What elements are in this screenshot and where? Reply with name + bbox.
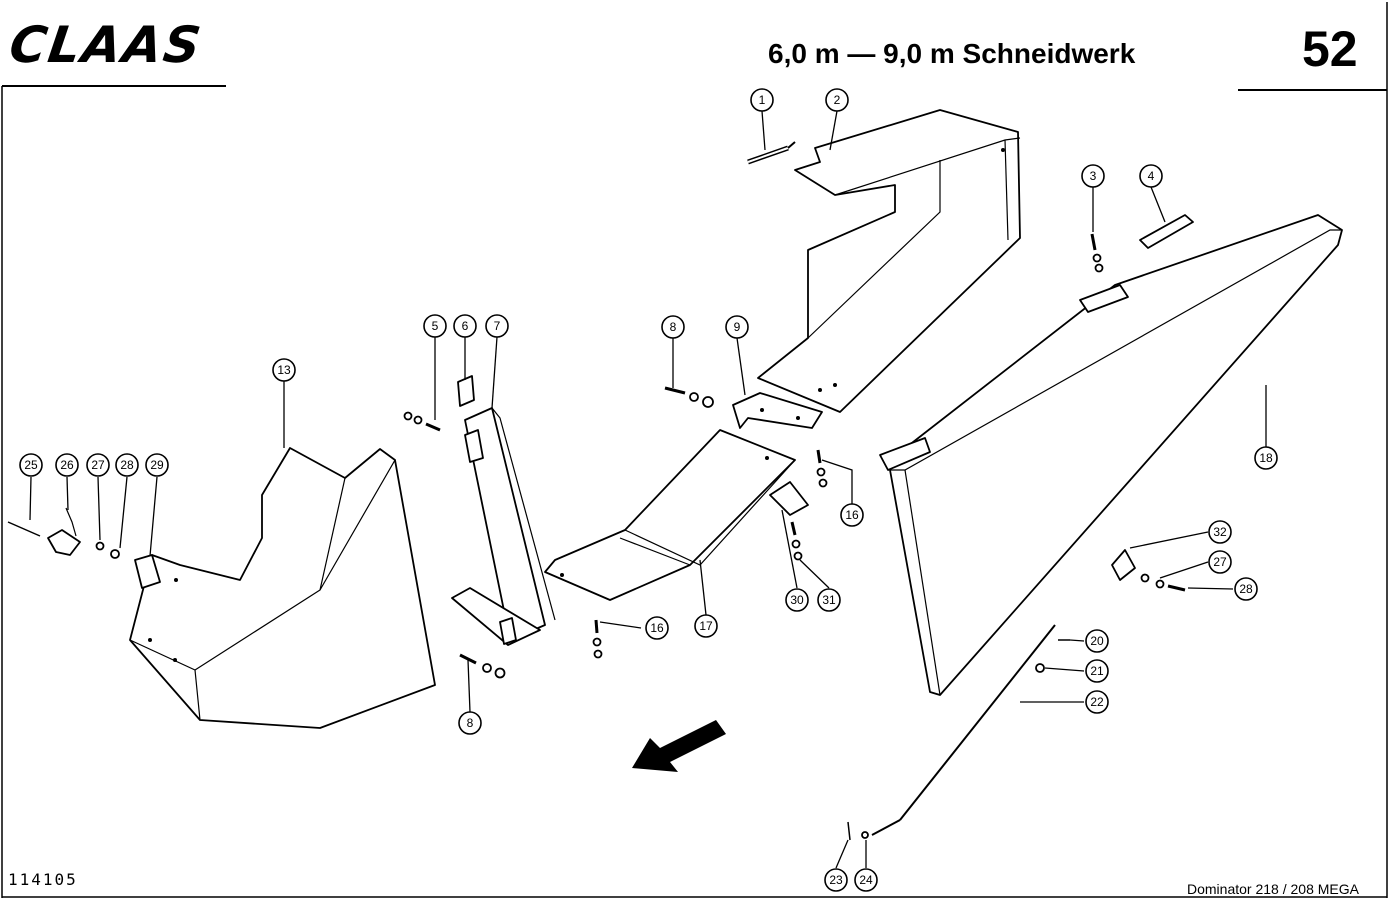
callout-9: 9 — [725, 315, 749, 339]
callout-31: 31 — [817, 588, 841, 612]
svg-text:28: 28 — [120, 458, 134, 472]
callout-23: 23 — [824, 868, 848, 892]
callout-22: 22 — [1085, 690, 1109, 714]
page-number: 52 — [1302, 21, 1358, 77]
part-1-pin — [747, 141, 796, 165]
callout-2: 2 — [825, 88, 849, 112]
callout-3: 3 — [1081, 164, 1105, 188]
callout-5: 5 — [423, 314, 447, 338]
callout-25: 25 — [19, 453, 43, 477]
part-18-side-panel — [879, 214, 1343, 696]
svg-text:17: 17 — [699, 619, 713, 633]
svg-text:1: 1 — [759, 93, 766, 107]
callout-27-right: 27 — [1208, 550, 1232, 574]
part-22-rod — [871, 624, 1056, 836]
page-title: 6,0 m — 9,0 m Schneidwerk — [768, 38, 1136, 69]
svg-text:2: 2 — [834, 93, 841, 107]
svg-text:29: 29 — [150, 458, 164, 472]
drawing-number: 114105 — [8, 870, 78, 889]
part-29-bracket — [134, 554, 161, 589]
svg-text:25: 25 — [24, 458, 38, 472]
svg-text:16: 16 — [650, 621, 664, 635]
svg-text:27: 27 — [1213, 555, 1227, 569]
svg-text:26: 26 — [60, 458, 74, 472]
part-9-bracket — [732, 392, 823, 429]
svg-text:31: 31 — [822, 593, 836, 607]
svg-text:13: 13 — [277, 363, 291, 377]
callout-16-left: 16 — [645, 616, 669, 640]
part-30-bracket — [769, 481, 809, 516]
svg-text:30: 30 — [790, 593, 804, 607]
svg-text:3: 3 — [1090, 169, 1097, 183]
svg-text:22: 22 — [1090, 695, 1104, 709]
svg-text:6: 6 — [462, 319, 469, 333]
callout-26: 26 — [55, 453, 79, 477]
svg-text:27: 27 — [91, 458, 105, 472]
svg-text:9: 9 — [734, 320, 741, 334]
svg-text:18: 18 — [1259, 451, 1273, 465]
callout-8-upper: 8 — [661, 315, 685, 339]
leader-lines — [29, 110, 1267, 869]
callout-13: 13 — [272, 358, 296, 382]
svg-text:16: 16 — [845, 508, 859, 522]
svg-text:20: 20 — [1090, 634, 1104, 648]
part-26-bracket — [47, 507, 81, 556]
part-13-hood — [129, 447, 436, 729]
part-6-hinge — [457, 375, 475, 407]
direction-arrow — [632, 720, 726, 772]
callout-32: 32 — [1208, 520, 1232, 544]
part-2-upper-cover — [757, 109, 1021, 413]
svg-text:8: 8 — [467, 716, 474, 730]
svg-text:7: 7 — [494, 319, 501, 333]
callout-8-lower: 8 — [458, 711, 482, 735]
callout-28-left: 28 — [115, 453, 139, 477]
callout-27-left: 27 — [86, 453, 110, 477]
callout-7: 7 — [485, 314, 509, 338]
svg-text:21: 21 — [1090, 664, 1104, 678]
callout-20: 20 — [1085, 629, 1109, 653]
svg-text:4: 4 — [1148, 169, 1155, 183]
svg-text:23: 23 — [829, 873, 843, 887]
fasteners — [7, 233, 1186, 841]
part-4-hinge — [1139, 214, 1194, 249]
part-7-post — [451, 407, 556, 646]
svg-text:32: 32 — [1213, 525, 1227, 539]
svg-text:5: 5 — [432, 319, 439, 333]
part-17-tray — [544, 429, 796, 601]
callout-29: 29 — [145, 453, 169, 477]
callout-21: 21 — [1085, 659, 1109, 683]
callout-18: 18 — [1254, 446, 1278, 470]
callout-17: 17 — [694, 614, 718, 638]
callout-24: 24 — [854, 868, 878, 892]
svg-text:24: 24 — [859, 873, 873, 887]
callout-6: 6 — [453, 314, 477, 338]
callout-16-right: 16 — [840, 503, 864, 527]
model-designation: Dominator 218 / 208 MEGA — [1187, 881, 1359, 897]
callout-30: 30 — [785, 588, 809, 612]
callout-4: 4 — [1139, 164, 1163, 188]
svg-text:28: 28 — [1239, 582, 1253, 596]
callout-1: 1 — [750, 88, 774, 112]
callout-28-right: 28 — [1234, 577, 1258, 601]
svg-text:8: 8 — [670, 320, 677, 334]
part-32-bracket — [1111, 549, 1136, 581]
